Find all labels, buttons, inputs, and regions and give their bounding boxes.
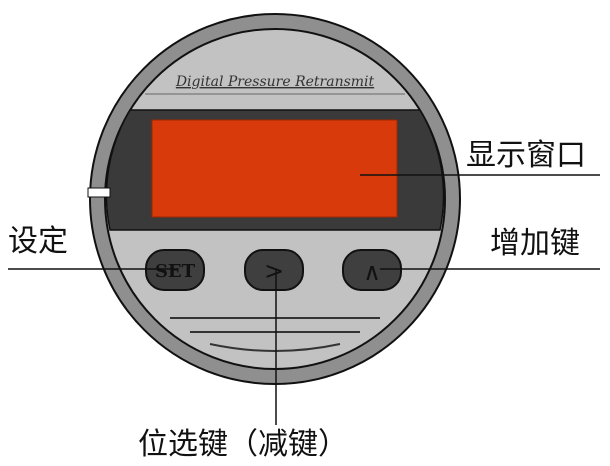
increase-button-label: ∧ (363, 258, 381, 286)
increase-callout: 增加键 (490, 226, 580, 261)
edge-notch (87, 187, 111, 198)
set-button-label: SET (155, 261, 196, 282)
set-button[interactable]: SET (145, 249, 205, 291)
groove-3 (209, 343, 341, 352)
display-window-callout: 显示窗口 (466, 138, 586, 173)
shift-decrease-callout: 位选键（减键） (138, 427, 348, 462)
increase-button[interactable]: ∧ (342, 249, 402, 291)
brand-text: Digital Pressure Retransmit (175, 74, 375, 90)
set-callout: 设定 (8, 224, 68, 259)
shift-button[interactable]: > (244, 249, 304, 291)
shift-button-label: > (264, 257, 284, 285)
display-window (151, 119, 398, 218)
